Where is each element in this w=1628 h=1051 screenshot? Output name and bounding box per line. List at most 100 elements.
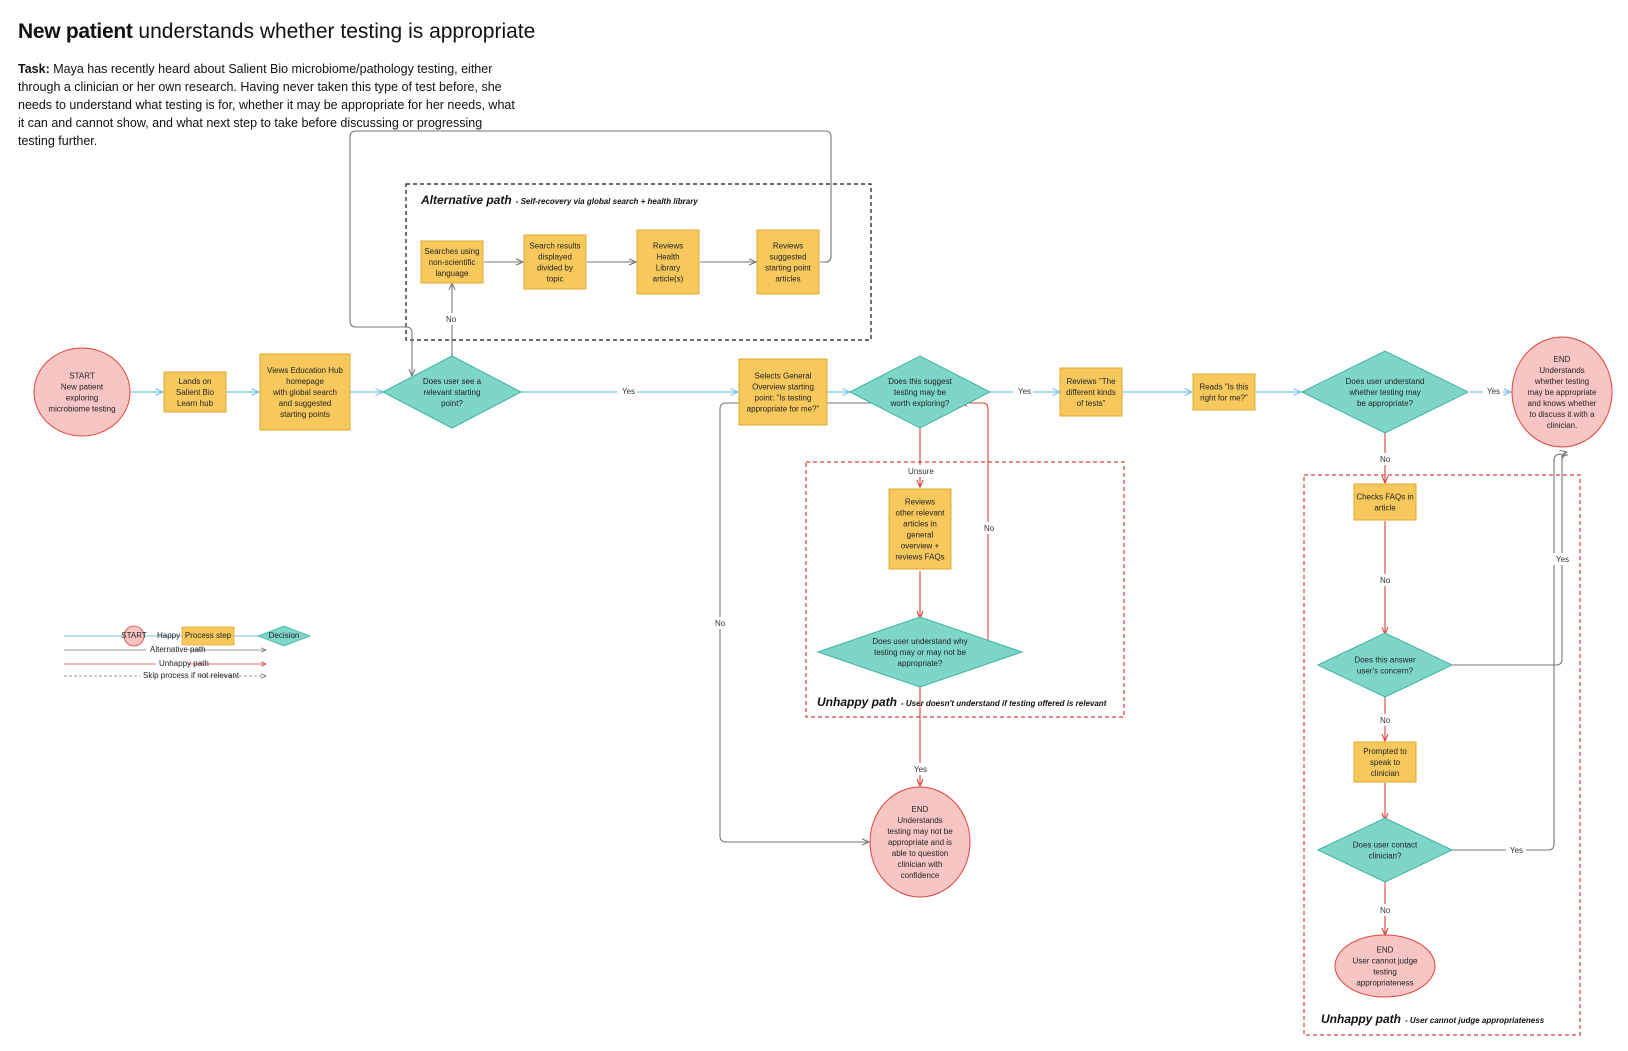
node-text-line: articles in — [903, 520, 937, 529]
node-text-line: with global search — [272, 388, 337, 397]
node-shape-terminal — [869, 786, 971, 898]
task-label: Task: — [18, 62, 50, 76]
node-text-line: START — [69, 372, 95, 381]
task-description: Task: Maya has recently heard about Sali… — [18, 60, 518, 150]
label-d1-yes: Yes — [622, 387, 635, 396]
node-text-line: testing may not be — [887, 827, 953, 836]
node-text-line: appropriateness — [1356, 979, 1413, 988]
label-d5-no: No — [1380, 716, 1391, 725]
node-shape-process — [756, 229, 820, 295]
node-text-line: appropriate and is — [888, 838, 952, 847]
group-title-unhappy1: Unhappy path- User doesn't understand if… — [817, 695, 1107, 709]
node-text-line: Searches using — [424, 247, 479, 256]
node-shape-terminal — [1334, 934, 1436, 998]
node-text-line: END — [912, 805, 929, 814]
node-text-line: different kinds — [1066, 388, 1116, 397]
legend-alt-label: Alternative path — [150, 645, 206, 654]
node-text-line: Does user understand — [1346, 377, 1425, 386]
node-text-line: Does user see a — [423, 377, 482, 386]
node-text-line: Reads "Is this — [1199, 383, 1248, 392]
node-shape-process — [1192, 373, 1256, 411]
edge-d2-no-loop-d1 — [719, 402, 880, 842]
node-shape-terminal — [1511, 336, 1613, 448]
label-d4-no: No — [984, 524, 995, 533]
node-text-line: microbiome testing — [48, 405, 115, 414]
node-text-line: Learn hub — [177, 399, 214, 408]
node-text-line: Salient Bio — [176, 388, 215, 397]
node-text-line: article(s) — [653, 275, 684, 284]
node-text-line: Does user understand why — [872, 637, 967, 646]
title-rest: understands whether testing is appropria… — [138, 20, 536, 43]
node-text-line: User cannot judge — [1353, 957, 1418, 966]
node-text-line: whether testing — [1534, 377, 1589, 386]
node-text-line: appropriate for me?" — [747, 405, 820, 414]
node-text-line: other relevant — [896, 509, 946, 518]
edge-d5-yes-end1 — [1452, 454, 1569, 666]
legend-process-box — [181, 626, 235, 646]
node-text-line: New patient — [61, 383, 104, 392]
node-text-line: appropriate? — [898, 659, 943, 668]
title-bold: New patient — [18, 20, 133, 43]
label-d6-yes: Yes — [1510, 846, 1523, 855]
node-text-line: Reviews — [653, 242, 683, 251]
label-faqs-no: No — [1380, 576, 1391, 585]
page-title: New patient understands whether testing … — [18, 20, 535, 44]
node-text-line: to discuss it with a — [1530, 410, 1595, 419]
label-d2-yes: Yes — [1018, 387, 1031, 396]
node-shape-decision — [1300, 350, 1470, 434]
node-shape-process — [420, 240, 484, 284]
label-d3-yes: Yes — [1487, 387, 1500, 396]
node-text-line: and suggested — [279, 399, 332, 408]
node-shape-process — [1353, 483, 1417, 521]
label-d2-no: No — [715, 619, 726, 628]
node-text-line: speak to — [1370, 758, 1401, 767]
node-text-line: clinician — [1371, 769, 1399, 778]
node-text-line: Selects General — [755, 372, 812, 381]
node-shape-decision — [381, 355, 523, 429]
node-text-line: displayed — [538, 253, 572, 262]
edge-suggested-loop-d1 — [349, 130, 832, 376]
node-text-line: divided by — [537, 264, 573, 273]
node-text-line: topic — [547, 275, 564, 284]
node-text-line: starting point — [765, 264, 812, 273]
node-text-line: testing may or may not be — [874, 648, 967, 657]
node-text-line: user's concern? — [1357, 667, 1414, 676]
group-title-alt: Alternative path- Self-recovery via glob… — [420, 193, 698, 207]
group-title-unhappy2: Unhappy path- User cannot judge appropri… — [1321, 1012, 1545, 1026]
label-d4-yes: Yes — [914, 765, 927, 774]
node-text-line: testing — [1373, 968, 1397, 977]
label-d6-no: No — [1380, 906, 1391, 915]
node-text-line: Health — [656, 253, 679, 262]
node-text-line: END — [1554, 355, 1571, 364]
node-text-line: right for me?" — [1200, 394, 1248, 403]
node-text-line: general — [907, 531, 934, 540]
node-shape-decision — [848, 355, 992, 429]
node-shape-process — [1353, 741, 1417, 783]
node-text-line: point? — [441, 399, 463, 408]
node-shape-decision — [816, 616, 1024, 688]
node-shape-process — [259, 353, 351, 431]
node-text-line: Reviews — [905, 498, 935, 507]
node-text-line: able to question — [892, 849, 949, 858]
node-text-line: may be appropriate — [1528, 388, 1597, 397]
node-shape-process — [163, 371, 227, 413]
node-shape-process — [523, 234, 587, 290]
node-text-line: starting points — [280, 410, 330, 419]
legend-decision-text: Decision — [269, 631, 300, 640]
legend-process-text: Process step — [185, 631, 232, 640]
edge-labels: Yes No Yes Unsure No No Yes Yes No No No… — [441, 313, 1572, 916]
node-text-line: suggested — [770, 253, 807, 262]
legend-unhappy-label: Unhappy path — [159, 659, 209, 668]
